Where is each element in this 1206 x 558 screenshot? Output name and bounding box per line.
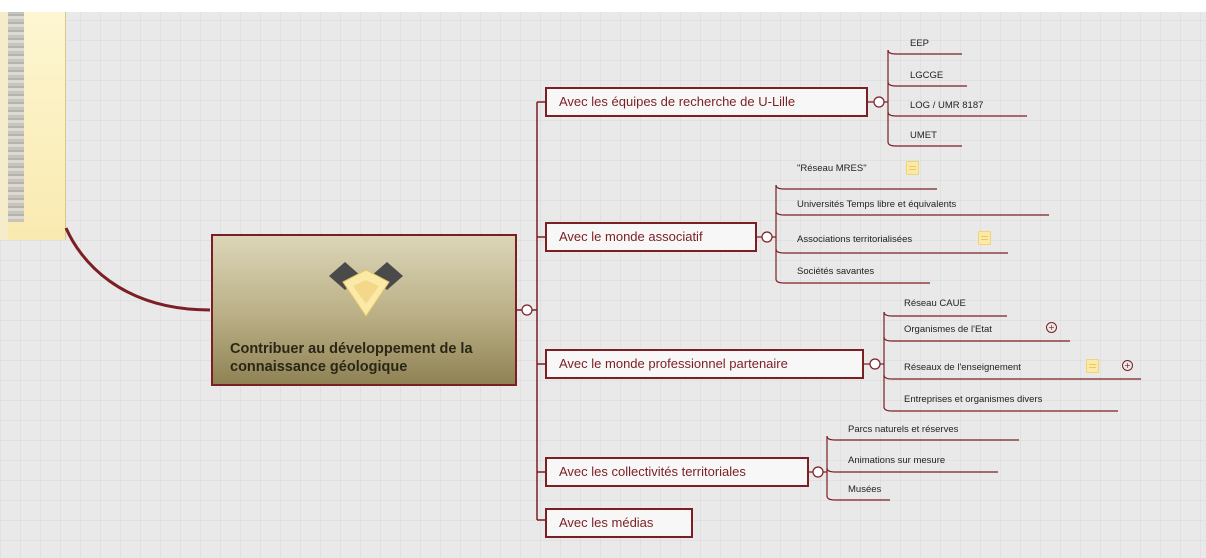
collapse-circle-icon bbox=[869, 358, 881, 370]
list-item[interactable]: EEP bbox=[910, 38, 930, 49]
central-trunk bbox=[517, 102, 538, 520]
list-item[interactable]: Réseau CAUE bbox=[904, 298, 966, 309]
central-topic[interactable]: Contribuer au développement de la connai… bbox=[211, 234, 517, 386]
branch-professional-partners[interactable]: Avec le monde professionnel partenaire bbox=[545, 349, 864, 379]
expand-plus-icon[interactable]: + bbox=[1046, 322, 1057, 333]
branch-research-teams[interactable]: Avec les équipes de recherche de U-Lille bbox=[545, 87, 868, 117]
central-topic-title: Contribuer au développement de la connai… bbox=[230, 341, 473, 375]
list-item[interactable]: Universités Temps libre et équivalents bbox=[797, 199, 957, 210]
image-texture bbox=[8, 12, 24, 222]
top-strip bbox=[0, 0, 1206, 12]
list-item[interactable]: Animations sur mesure bbox=[848, 455, 946, 466]
list-item[interactable]: Entreprises et organismes divers bbox=[904, 394, 1043, 405]
note-icon[interactable] bbox=[978, 231, 991, 245]
list-item[interactable]: UMET bbox=[910, 130, 937, 141]
attached-image[interactable] bbox=[8, 12, 66, 240]
list-item[interactable]: LOG / UMR 8187 bbox=[910, 100, 984, 111]
expand-plus-icon[interactable]: + bbox=[1122, 360, 1133, 371]
list-item[interactable]: Associations territorialisées bbox=[797, 234, 913, 245]
branch3-trunk bbox=[864, 312, 885, 407]
note-icon[interactable] bbox=[1086, 359, 1099, 373]
handshake-icon bbox=[329, 262, 403, 317]
collapse-circle-icon bbox=[873, 96, 885, 108]
branch2-underlines bbox=[775, 184, 1049, 284]
branch-local-authorities[interactable]: Avec les collectivités territoriales bbox=[545, 457, 809, 487]
list-item[interactable]: LGCGE bbox=[910, 70, 944, 81]
branch1-underlines bbox=[887, 49, 1027, 147]
list-item[interactable]: Musées bbox=[848, 484, 882, 495]
list-item[interactable]: Parcs naturels et réserves bbox=[848, 424, 959, 435]
branch4-underlines bbox=[826, 435, 1019, 501]
collapse-circle-icon bbox=[761, 231, 773, 243]
branch1-trunk bbox=[868, 50, 889, 142]
note-icon[interactable] bbox=[906, 161, 919, 175]
branch-associations[interactable]: Avec le monde associatif bbox=[545, 222, 757, 252]
collapse-circle-icon bbox=[521, 304, 533, 316]
list-item[interactable]: Réseaux de l'enseignement bbox=[904, 362, 1021, 373]
list-item[interactable]: "Réseau MRES" bbox=[797, 163, 867, 174]
branch3-underlines bbox=[883, 311, 1141, 412]
collapse-circle-icon bbox=[812, 466, 824, 478]
branch2-trunk bbox=[757, 185, 777, 279]
link-curve bbox=[64, 227, 211, 312]
left-edge bbox=[0, 12, 8, 240]
branch4-trunk bbox=[809, 436, 828, 496]
list-item[interactable]: Organismes de l'Etat bbox=[904, 324, 992, 335]
branch-media[interactable]: Avec les médias bbox=[545, 508, 693, 538]
list-item[interactable]: Sociétés savantes bbox=[797, 266, 875, 277]
branch-ticks bbox=[537, 101, 545, 521]
